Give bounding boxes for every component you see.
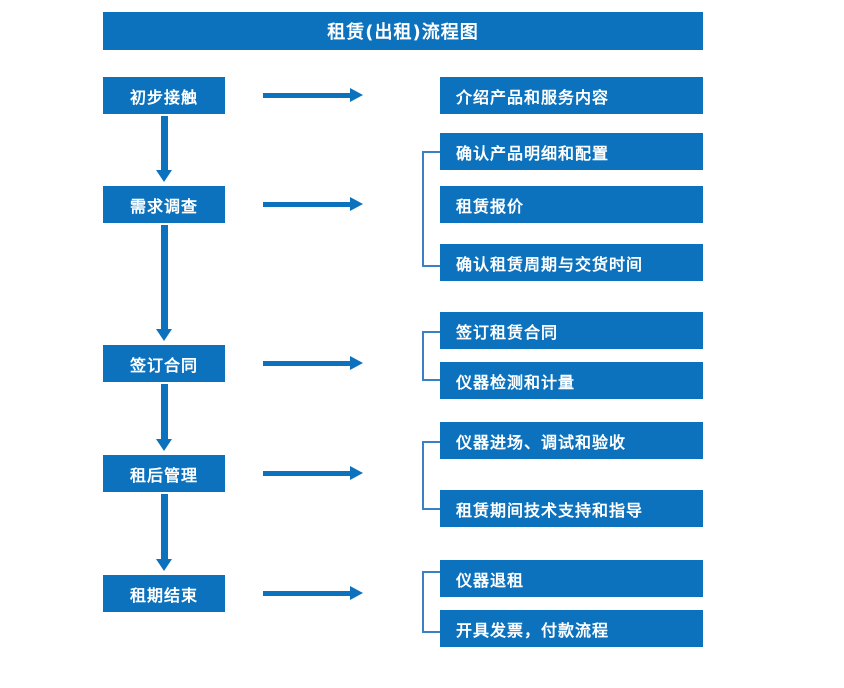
detail-box-1[interactable]: 介绍产品和服务内容 bbox=[440, 77, 703, 114]
down-arrow-1 bbox=[156, 116, 172, 182]
detail-box-10[interactable]: 开具发票，付款流程 bbox=[440, 610, 703, 647]
page-title: 租赁(出租)流程图 bbox=[103, 12, 703, 50]
detail-box-3[interactable]: 租赁报价 bbox=[440, 186, 703, 223]
detail-box-4[interactable]: 确认租赁周期与交货时间 bbox=[440, 244, 703, 281]
group-bracket-2 bbox=[422, 151, 440, 267]
right-arrow-1 bbox=[263, 88, 363, 102]
detail-box-7[interactable]: 仪器进场、调试和验收 bbox=[440, 422, 703, 459]
detail-box-6[interactable]: 仪器检测和计量 bbox=[440, 362, 703, 399]
stage-box-4[interactable]: 租后管理 bbox=[103, 455, 225, 492]
group-bracket-3 bbox=[422, 331, 440, 381]
detail-box-8[interactable]: 租赁期间技术支持和指导 bbox=[440, 490, 703, 527]
detail-box-9[interactable]: 仪器退租 bbox=[440, 560, 703, 597]
group-bracket-4 bbox=[422, 441, 440, 510]
group-bracket-5 bbox=[422, 571, 440, 633]
right-arrow-4 bbox=[263, 466, 363, 480]
stage-box-1[interactable]: 初步接触 bbox=[103, 77, 225, 114]
stage-box-3[interactable]: 签订合同 bbox=[103, 345, 225, 382]
down-arrow-3 bbox=[156, 384, 172, 451]
stage-box-5[interactable]: 租期结束 bbox=[103, 575, 225, 612]
right-arrow-5 bbox=[263, 586, 363, 600]
detail-box-2[interactable]: 确认产品明细和配置 bbox=[440, 133, 703, 170]
down-arrow-4 bbox=[156, 494, 172, 571]
down-arrow-2 bbox=[156, 225, 172, 341]
detail-box-5[interactable]: 签订租赁合同 bbox=[440, 312, 703, 349]
right-arrow-3 bbox=[263, 356, 363, 370]
right-arrow-2 bbox=[263, 197, 363, 211]
stage-box-2[interactable]: 需求调查 bbox=[103, 186, 225, 223]
